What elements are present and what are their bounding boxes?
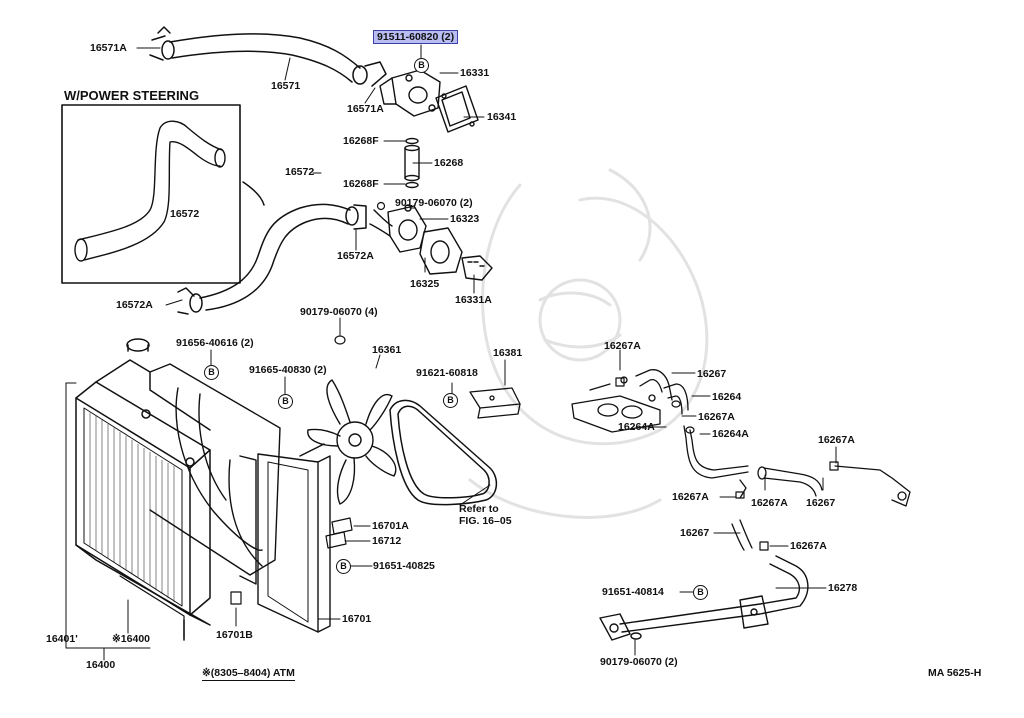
part-label-16267a[interactable]: 16267A (672, 491, 709, 503)
leader-lines (65, 44, 837, 661)
part-label-16264a[interactable]: 16264A (618, 421, 655, 433)
cooling-fan-16361 (307, 379, 397, 505)
refer-note-line2[interactable]: FIG. 16–05 (459, 515, 512, 527)
part-label-16268f[interactable]: 16268F (343, 178, 379, 190)
part-label-16701a[interactable]: 16701A (372, 520, 409, 532)
bolt-callout: B (336, 559, 351, 574)
bolt-callout: B (693, 585, 708, 600)
bolt-callout: B (443, 393, 458, 408)
part-label-16323[interactable]: 16323 (450, 213, 480, 225)
part-label-16267[interactable]: 16267 (806, 497, 836, 509)
part-label-90179-06070-2[interactable]: 90179-06070 (2) (395, 197, 473, 209)
part-label-16572-inset[interactable]: 16572 (170, 208, 200, 220)
refer-note-line1: Refer to (459, 503, 499, 515)
part-label-16267a[interactable]: 16267A (790, 540, 827, 552)
fan-shroud-16711 (149, 363, 331, 633)
part-label-16571a[interactable]: 16571A (347, 103, 384, 115)
part-label-90179-06070-4[interactable]: 90179-06070 (4) (300, 306, 378, 318)
part-label-16571[interactable]: 16571 (271, 80, 301, 92)
part-label-16331a[interactable]: 16331A (455, 294, 492, 306)
inset-title: W/POWER STEERING (64, 88, 200, 103)
figure-code: MA 5625-H (928, 667, 982, 679)
atm-footnote: ※(8305–8404) ATM (202, 667, 295, 681)
part-label-91651-40814[interactable]: 91651-40814 (602, 586, 664, 598)
small-fasteners (325, 201, 839, 551)
part-label-16572a[interactable]: 16572A (337, 250, 374, 262)
part-label-16267a[interactable]: 16267A (751, 497, 788, 509)
part-label-16267a[interactable]: 16267A (698, 411, 735, 423)
part-label-91665-40830[interactable]: 91665-40830 (2) (249, 364, 327, 376)
bolt-callout: B (204, 365, 219, 380)
part-label-91621-60818[interactable]: 91621-60818 (416, 367, 478, 379)
water-outlet-16331 (379, 69, 479, 133)
refer-note: Refer to FIG. 16–05 (459, 503, 512, 527)
part-label-16701[interactable]: 16701 (342, 613, 372, 625)
part-label-16268[interactable]: 16268 (434, 157, 464, 169)
part-label-16572[interactable]: 16572 (285, 166, 315, 178)
part-label-16400[interactable]: 16400 (86, 659, 116, 671)
part-label-16571a[interactable]: 16571A (90, 42, 127, 54)
part-label-91656-40616[interactable]: 91656-40616 (2) (176, 337, 254, 349)
part-label-16400-atm[interactable]: ※16400 (112, 633, 150, 645)
part-label-16267a[interactable]: 16267A (818, 434, 855, 446)
watermark-logo (468, 168, 709, 519)
part-label-16325[interactable]: 16325 (410, 278, 440, 290)
bypass-pipe-16268 (404, 137, 420, 189)
part-label-91511-60820-highlighted[interactable]: 91511-60820 (2) (373, 30, 459, 44)
part-label-90179-06070-2[interactable]: 90179-06070 (2) (600, 656, 678, 668)
part-label-91651-40825[interactable]: 91651-40825 (373, 560, 435, 572)
lower-hose-16572 (177, 181, 367, 315)
part-label-16268f[interactable]: 16268F (343, 135, 379, 147)
part-label-16361[interactable]: 16361 (372, 344, 402, 356)
part-label-16572a[interactable]: 16572A (116, 299, 153, 311)
power-steering-inset (61, 104, 241, 284)
water-pipe-16278 (599, 555, 809, 641)
fan-belt (389, 399, 498, 506)
upper-hose-16571 (149, 26, 387, 87)
bracket-16381 (469, 387, 521, 419)
bolt-callout: B (414, 58, 429, 73)
part-label-16381[interactable]: 16381 (493, 347, 523, 359)
part-label-16341[interactable]: 16341 (487, 111, 517, 123)
part-label-16264a[interactable]: 16264A (712, 428, 749, 440)
part-label-16264[interactable]: 16264 (712, 391, 742, 403)
radiator-16400 (75, 338, 211, 641)
part-label-16701b[interactable]: 16701B (216, 629, 253, 641)
part-label-16267a[interactable]: 16267A (604, 340, 641, 352)
part-label-16712[interactable]: 16712 (372, 535, 402, 547)
carburetor-base-hoses (571, 369, 911, 551)
part-label-16278[interactable]: 16278 (828, 582, 858, 594)
part-label-16331[interactable]: 16331 (460, 67, 490, 79)
water-inlet-16323 (369, 204, 493, 281)
part-label-16267[interactable]: 16267 (680, 527, 710, 539)
part-label-16401[interactable]: 16401' (46, 633, 78, 645)
bolt-callout: B (278, 394, 293, 409)
part-label-16267[interactable]: 16267 (697, 368, 727, 380)
